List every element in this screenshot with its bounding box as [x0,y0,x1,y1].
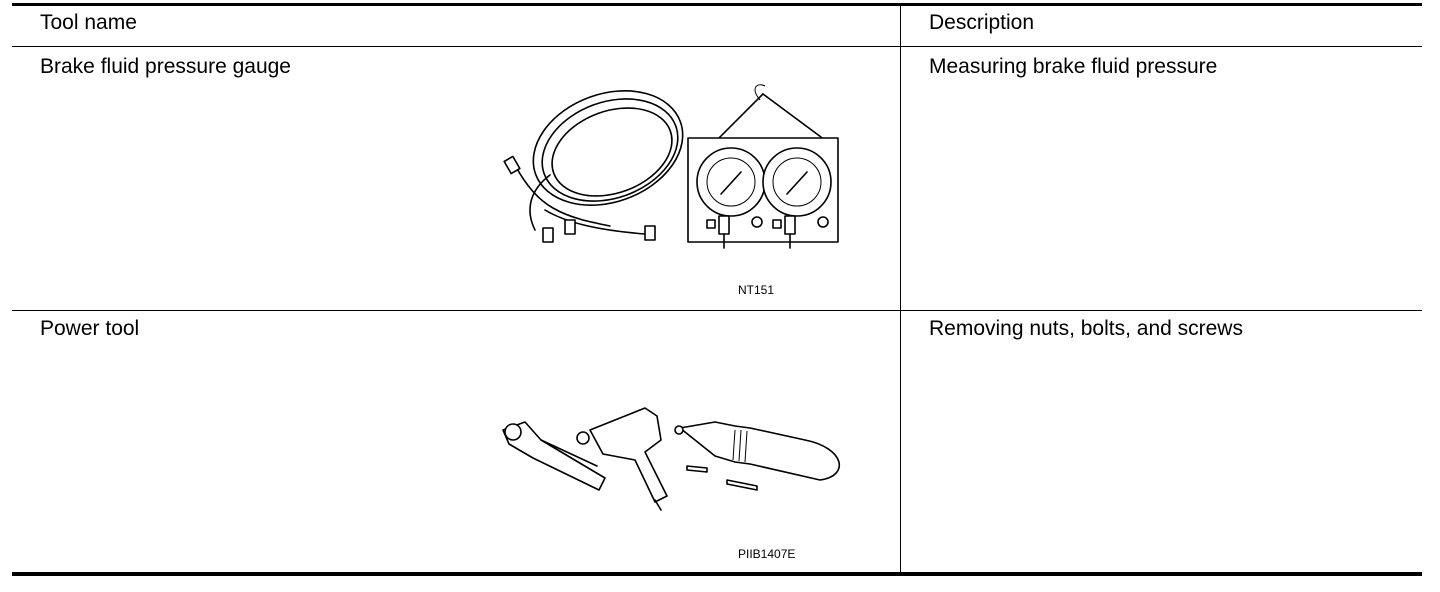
row2-tool-name: Power tool [40,317,140,340]
row-divider [12,310,1422,311]
power-tool-illustration [502,407,840,511]
row2-description: Removing nuts, bolts, and screws [929,317,1243,340]
table-bottom-rule [12,572,1422,576]
brake-fluid-pressure-gauge-illustration [503,84,839,249]
header-tool-name: Tool name [40,11,137,34]
row1-figure-code: NT151 [738,283,775,297]
table-top-rule [12,3,1422,6]
column-divider [900,5,901,573]
header-description: Description [929,11,1035,34]
row2-figure-code: PIIB1407E [738,547,796,561]
header-divider [12,46,1422,47]
row1-tool-name: Brake fluid pressure gauge [40,55,291,78]
row1-description: Measuring brake fluid pressure [929,55,1218,78]
